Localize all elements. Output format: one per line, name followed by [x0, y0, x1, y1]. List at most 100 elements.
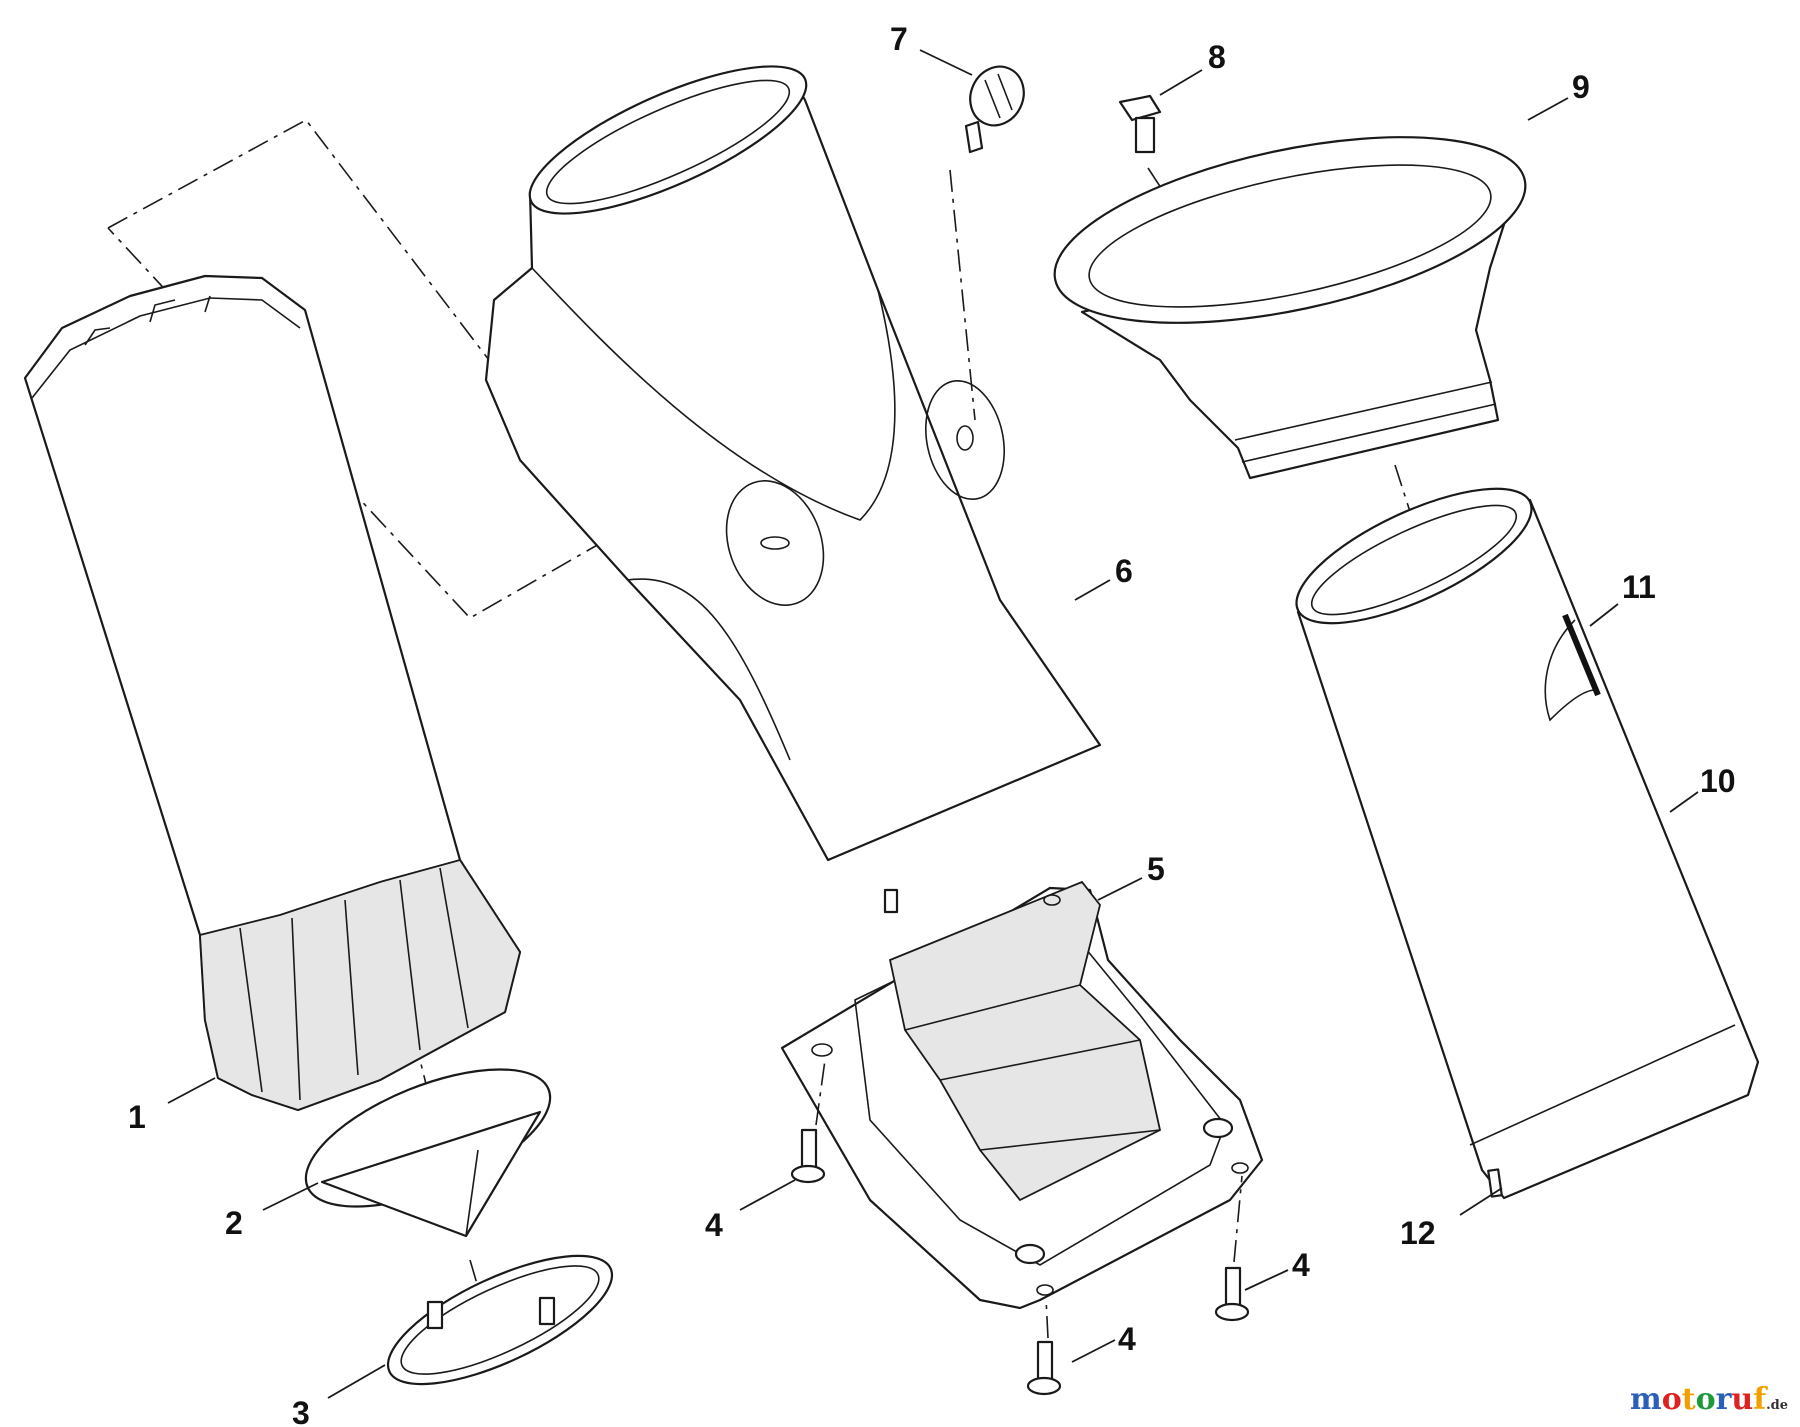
- part-4-screw-right: [1214, 1266, 1250, 1322]
- part-10-side-cutout: [1544, 619, 1596, 722]
- leader-7: [919, 49, 973, 76]
- axis-part7-to-part6: [949, 169, 976, 421]
- watermark-letter: f: [1753, 1382, 1767, 1417]
- part-4-screw-bottom-head: [1026, 1376, 1062, 1396]
- watermark-letter: m: [1629, 1382, 1662, 1417]
- callout-3: 3: [292, 1395, 310, 1427]
- part-1-shroud-ribs: [239, 867, 469, 1101]
- callout-7: 7: [890, 21, 908, 57]
- part-3-ring: [386, 1254, 614, 1386]
- part-6-boss-lower: [725, 480, 825, 606]
- part-3-ring-inner: [400, 1265, 600, 1375]
- part-5-hole-bl: [1036, 1284, 1054, 1296]
- part-7-knob-head: [969, 65, 1025, 127]
- part-5-base: [780, 880, 1264, 1310]
- part-6-boss-upper-hole: [956, 425, 974, 451]
- part-6-side-bulge: [531, 267, 896, 521]
- callout-8: 8: [1208, 39, 1226, 75]
- watermark-letter: t: [1681, 1382, 1696, 1417]
- callout-4-right: 4: [1292, 1247, 1310, 1283]
- part-5-hole-tr: [1043, 894, 1061, 906]
- part-5-hole-tl: [811, 1043, 833, 1057]
- leader-8: [1159, 69, 1203, 96]
- part-3-tab-left: [426, 1300, 444, 1330]
- part-9-funnel: [1053, 136, 1527, 480]
- watermark-letter: u: [1731, 1382, 1754, 1417]
- leader-9: [1527, 97, 1569, 121]
- callout-12: 12: [1400, 1215, 1436, 1251]
- part-9-rim-inner: [1088, 164, 1492, 308]
- axis-screw-bottom: [1045, 1297, 1049, 1339]
- part-4-screw-axes: [815, 1059, 1243, 1339]
- part-10-top-opening: [1295, 487, 1533, 625]
- part-8-bolt-head: [1118, 94, 1162, 122]
- part-10-bottom-band: [1469, 1024, 1736, 1146]
- part-5-post: [883, 888, 899, 914]
- part-4-screw-left-shank: [800, 1128, 818, 1172]
- part-6-boss-upper: [924, 379, 1006, 501]
- watermark-letter: o: [1661, 1382, 1682, 1417]
- leader-3: [327, 1364, 386, 1399]
- callout-2: 2: [225, 1205, 243, 1241]
- part-7-threaded-shank: [964, 120, 984, 154]
- leader-4-bottom: [1071, 1339, 1116, 1363]
- axis-screw-left: [815, 1059, 826, 1126]
- part-1-top-slots: [84, 295, 211, 346]
- leader-2: [262, 1182, 319, 1211]
- axis-screw-right: [1233, 1175, 1243, 1263]
- part-4-screw-right-shank: [1224, 1266, 1242, 1310]
- part-11-seal-strip: [1562, 613, 1601, 697]
- watermark-logo: motoruf.de: [1630, 1382, 1788, 1417]
- part-4-screw-left-head: [790, 1164, 826, 1184]
- callout-10: 10: [1700, 763, 1736, 799]
- watermark-letter: o: [1695, 1382, 1716, 1417]
- leader-4-left: [739, 1179, 796, 1211]
- part-2-cone-body: [320, 1110, 542, 1238]
- callout-9: 9: [1572, 69, 1590, 105]
- part-9-collar-lines: [1234, 381, 1497, 463]
- part-4-screw-left: [790, 1128, 826, 1184]
- part-6-boss-lower-hole: [760, 536, 790, 550]
- part-6-lower-contour: [627, 578, 791, 761]
- callout-5: 5: [1147, 851, 1165, 887]
- part-6-housing: [484, 65, 1102, 862]
- callout-4-left: 4: [705, 1207, 723, 1243]
- part-7-knob: [964, 65, 1025, 154]
- part-5-boss-right: [1202, 1117, 1234, 1139]
- watermark-tld: .de: [1766, 1398, 1788, 1413]
- callout-4-bottom: 4: [1118, 1321, 1136, 1357]
- leader-12: [1459, 1187, 1503, 1216]
- callout-1: 1: [128, 1099, 146, 1135]
- leader-6: [1074, 579, 1111, 601]
- part-5-boss-bottom: [1014, 1243, 1046, 1265]
- leader-1: [167, 1077, 216, 1104]
- part-3-tab-right: [538, 1296, 556, 1326]
- part-4-screw-right-head: [1214, 1302, 1250, 1322]
- part-8-bolt-shank: [1134, 116, 1156, 154]
- part-4-screw-bottom-shank: [1036, 1340, 1054, 1384]
- part-3-ring-outer: [386, 1254, 614, 1386]
- part-2-cone: [304, 1068, 552, 1238]
- part-6-top-opening-inner: [545, 79, 791, 205]
- part-9-rim-outer: [1053, 136, 1527, 324]
- part-1-lower-shroud: [199, 858, 521, 1111]
- part-1-tube: [23, 274, 522, 1112]
- leader-4-right: [1244, 1269, 1289, 1291]
- part-2-cone-ridge: [465, 1149, 479, 1237]
- part-6-top-opening: [528, 65, 808, 215]
- part-10-top-opening-inner: [1310, 504, 1518, 616]
- part-7-knob-grip: [984, 73, 1013, 119]
- leader-11: [1589, 603, 1619, 627]
- callout-labels: 1 2 3 4 4 4 5 6 7 8 9 10 11 12: [128, 21, 1736, 1427]
- part-6-housing-body: [484, 76, 1102, 862]
- leader-5: [1097, 877, 1143, 901]
- part-8-bolt: [1118, 94, 1162, 154]
- part-1-top-rim: [31, 297, 301, 399]
- part-5-hole-br: [1231, 1162, 1249, 1174]
- leader-lines: [167, 49, 1699, 1399]
- watermark-letter: r: [1715, 1382, 1732, 1417]
- callout-6: 6: [1115, 553, 1133, 589]
- leader-10: [1669, 791, 1699, 813]
- callout-11: 11: [1622, 569, 1656, 605]
